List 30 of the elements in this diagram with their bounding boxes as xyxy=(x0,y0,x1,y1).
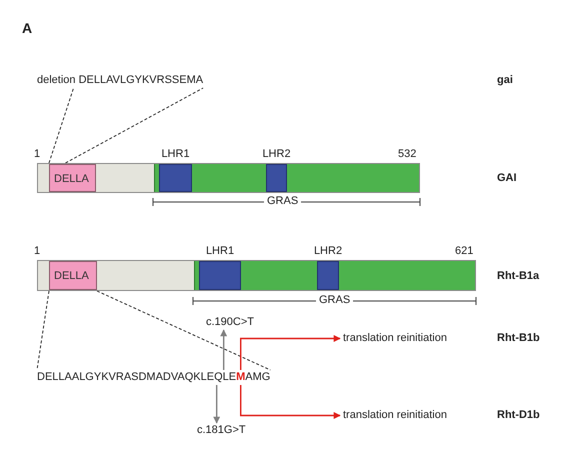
domain-label: LHR1 xyxy=(161,148,190,161)
allele-label: Rht-B1b xyxy=(497,332,540,345)
position-number: 1 xyxy=(34,245,40,258)
translation-label: translation reinitiation xyxy=(343,332,447,345)
arrow xyxy=(220,329,228,370)
allele-label: gai xyxy=(497,74,513,87)
mutation-label: c.181G>T xyxy=(197,424,246,437)
dashed-connector xyxy=(96,290,271,370)
arrow xyxy=(213,385,220,424)
deletion-label: deletion DELLAVLGYKVRSSEMA xyxy=(37,74,204,87)
domain-label: LHR2 xyxy=(314,245,342,258)
position-number: 1 xyxy=(34,148,40,161)
dashed-connector xyxy=(65,88,204,164)
panel-letter: A xyxy=(22,22,32,35)
della-domain: DELLA xyxy=(49,261,97,290)
protein-label: Rht-B1a xyxy=(497,270,540,283)
della-domain: DELLA xyxy=(49,164,96,192)
arrow xyxy=(240,385,341,419)
translation-label: translation reinitiation xyxy=(343,409,447,422)
position-number: 532 xyxy=(398,148,416,161)
position-number: 621 xyxy=(455,245,474,258)
domain-label: LHR1 xyxy=(206,245,234,258)
dashed-connector xyxy=(48,88,74,164)
protein-label: GAI xyxy=(497,172,517,185)
dashed-connector xyxy=(36,290,50,370)
domain-label: LHR2 xyxy=(262,148,291,161)
allele-label: Rht-D1b xyxy=(497,409,540,422)
arrow xyxy=(240,335,341,370)
mutation-label: c.190C>T xyxy=(206,316,254,329)
sequence-text: DELLAALGYKVRASDMADVAQKLEQLEMAMG xyxy=(37,371,270,384)
